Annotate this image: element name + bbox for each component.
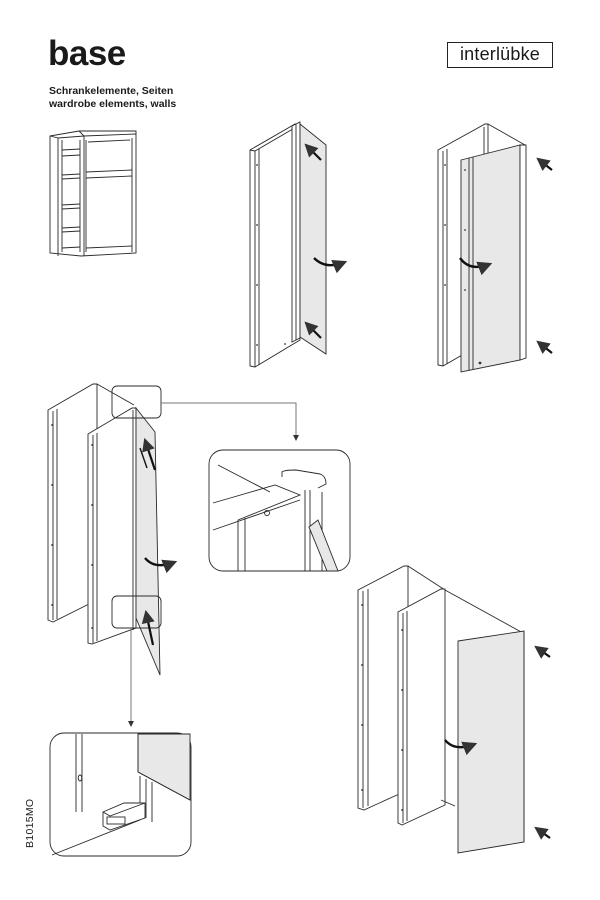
page-title: base <box>48 34 126 73</box>
push-arrow-icon <box>304 143 322 161</box>
subtitle: Schrankelemente, Seiten wardrobe element… <box>49 85 176 111</box>
step-3-illustration <box>47 383 299 727</box>
push-arrow-icon <box>536 340 553 354</box>
push-arrow-icon <box>534 826 551 840</box>
detail-callout-bottom <box>111 595 162 629</box>
push-arrow-icon <box>536 157 553 171</box>
rotate-arrow-icon <box>313 257 348 274</box>
step-2-illustration <box>437 123 553 373</box>
rotate-arrow-icon <box>459 257 493 276</box>
push-arrow-icon <box>141 609 155 646</box>
detail-top-bracket <box>208 449 351 572</box>
push-arrow-icon <box>139 437 157 471</box>
brand-logo: interlübke <box>447 42 553 68</box>
push-arrow-icon <box>534 645 551 659</box>
subtitle-german: Schrankelemente, Seiten <box>49 85 174 97</box>
detail-callout-top <box>111 385 162 419</box>
push-arrow-icon <box>304 321 322 339</box>
step-1-illustration <box>249 121 348 368</box>
subtitle-english: wardrobe elements, walls <box>49 98 177 110</box>
wardrobe-overview-drawing <box>49 130 137 257</box>
rotate-arrow-icon <box>144 557 178 574</box>
step-4-illustration <box>357 565 551 854</box>
rotate-arrow-icon <box>444 739 478 756</box>
detail-bottom-clip <box>49 732 192 857</box>
